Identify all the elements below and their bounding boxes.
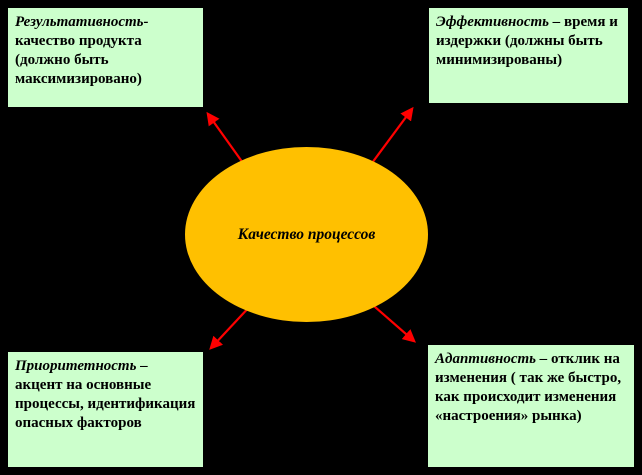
box-adaptability-title: Адаптивность – <box>435 351 548 367</box>
box-priority-title: Приоритетность – <box>15 358 148 374</box>
ellipse-process-quality: Качество процессов <box>185 147 428 322</box>
box-resultativeness-body: качество продукта (должно быть максимизи… <box>15 33 142 87</box>
box-adaptability-body: отклик на изменения ( так же быстро, как… <box>435 351 622 424</box>
box-priority-body: акцент на основные процессы, идентификац… <box>15 377 196 431</box>
box-efficiency-title: Эффективность – <box>436 14 561 30</box>
arrow-to-efficiency <box>371 106 414 164</box>
box-efficiency-body: время и издержки (должны быть минимизиро… <box>436 14 618 68</box>
box-resultativeness-title: Результативность- <box>15 14 149 30</box>
box-adaptability: Адаптивность – отклик на изменения ( так… <box>427 344 635 468</box>
box-resultativeness: Результативность- качество продукта (дол… <box>7 7 204 108</box>
process-quality-label: Качество процессов <box>237 225 376 243</box>
box-priority: Приоритетность – акцент на основные проц… <box>7 351 204 468</box>
box-efficiency: Эффективность – время и издержки (должны… <box>428 7 629 104</box>
